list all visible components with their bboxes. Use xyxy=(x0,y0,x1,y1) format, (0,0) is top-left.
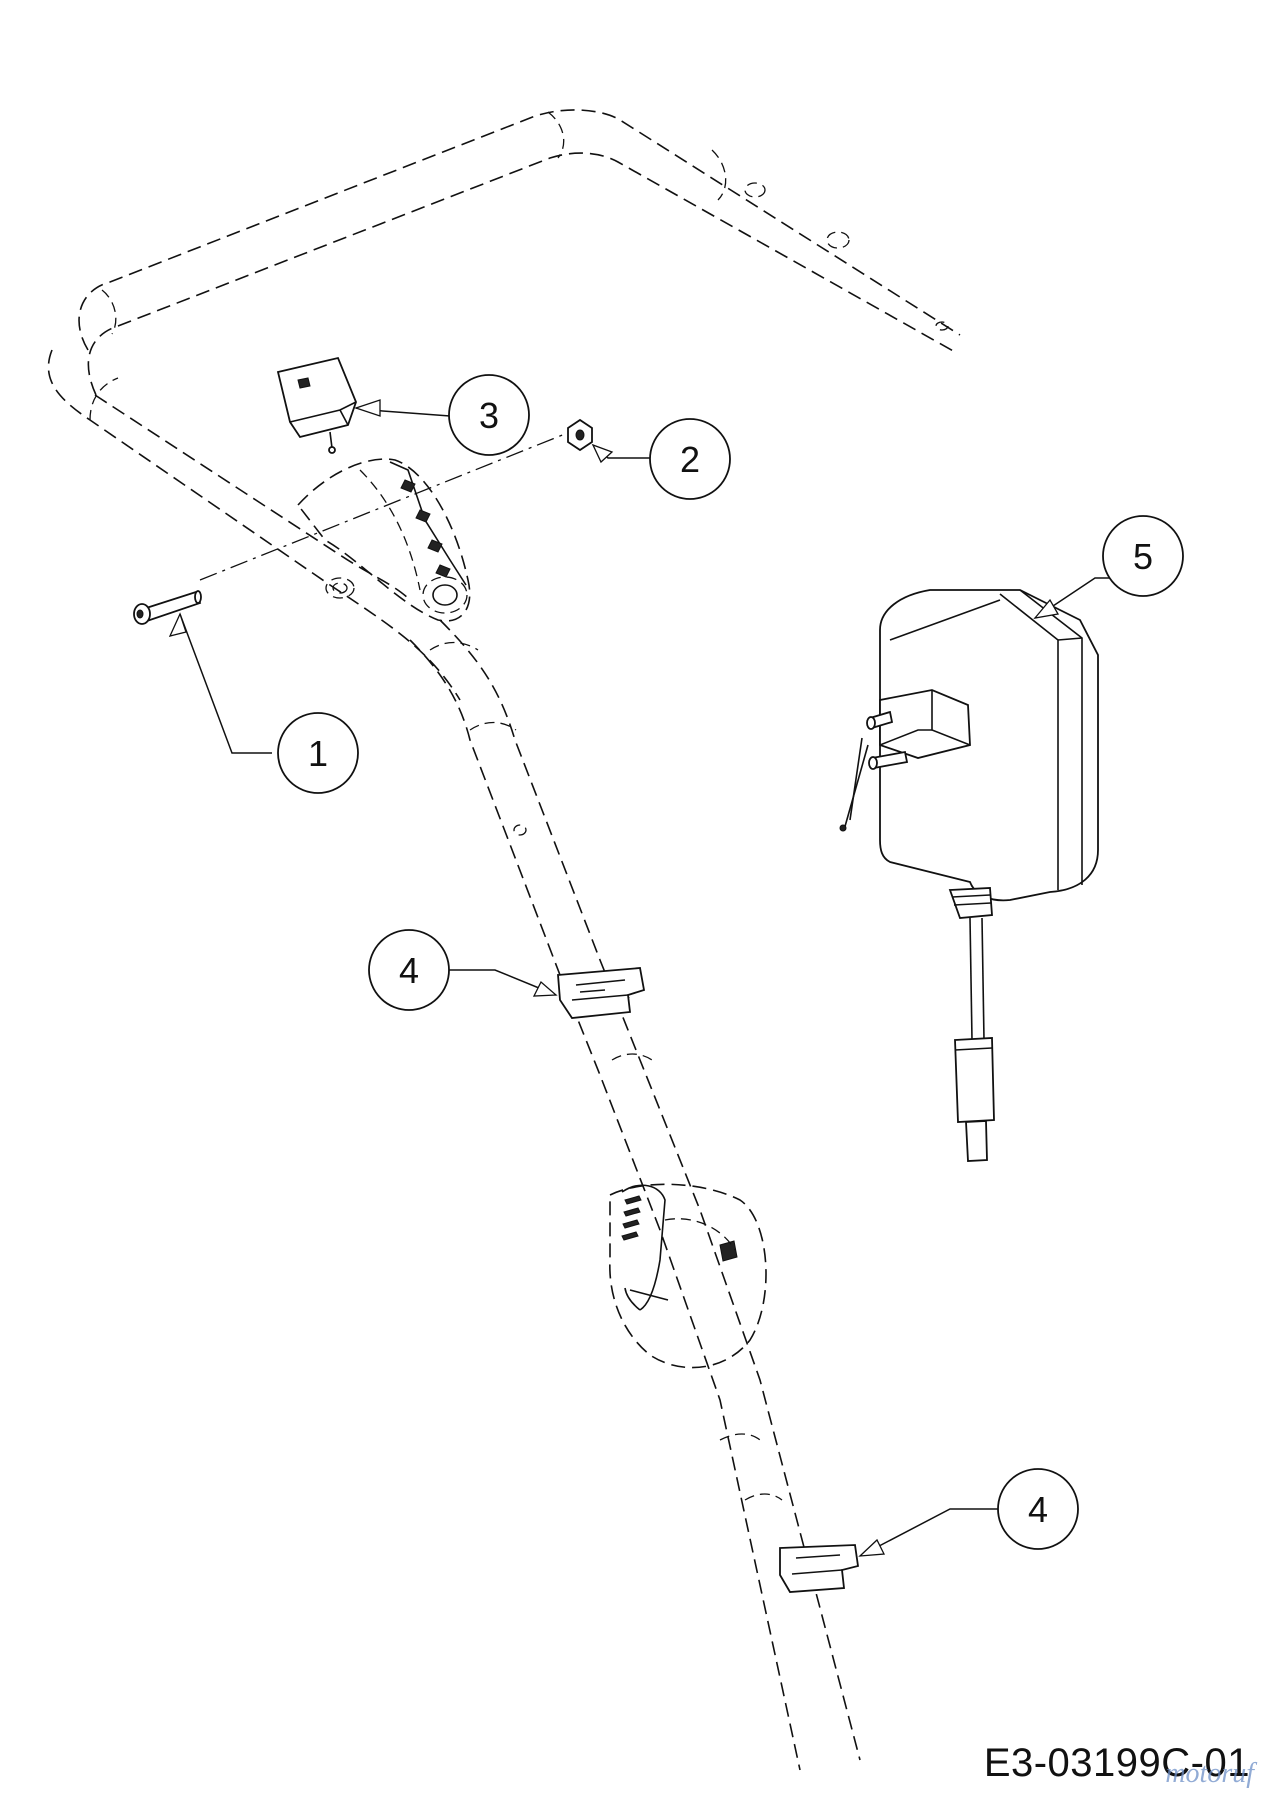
part-switch xyxy=(276,356,357,454)
part-nut xyxy=(567,418,593,452)
lower-handle-housing-outline xyxy=(609,1183,767,1369)
callout-4-upper-label: 4 xyxy=(399,950,419,991)
part-cable-clip-upper xyxy=(557,967,646,1019)
assembly-axis-line xyxy=(199,429,576,581)
callout-4-lower-label: 4 xyxy=(1028,1489,1048,1530)
handlebar-outline xyxy=(47,109,961,1771)
callout-5-label: 5 xyxy=(1133,536,1153,577)
callout-5: 5 xyxy=(1033,515,1184,619)
callout-3: 3 xyxy=(353,374,530,456)
callout-4-upper: 4 xyxy=(368,929,558,1011)
callout-2: 2 xyxy=(591,418,731,500)
callout-1-label: 1 xyxy=(308,733,328,774)
control-housing-outline xyxy=(296,458,471,622)
part-cable-clip-lower xyxy=(779,1544,860,1593)
part-charger xyxy=(839,589,1099,1162)
part-screw xyxy=(133,590,202,625)
callout-4-lower: 4 xyxy=(858,1468,1079,1557)
callout-1: 1 xyxy=(168,612,359,794)
callout-3-label: 3 xyxy=(479,395,499,436)
callout-2-label: 2 xyxy=(680,439,700,480)
drawing-number: E3-03199C-01 xyxy=(983,1741,1250,1785)
watermark-logo: motoruf xyxy=(1165,1758,1254,1789)
